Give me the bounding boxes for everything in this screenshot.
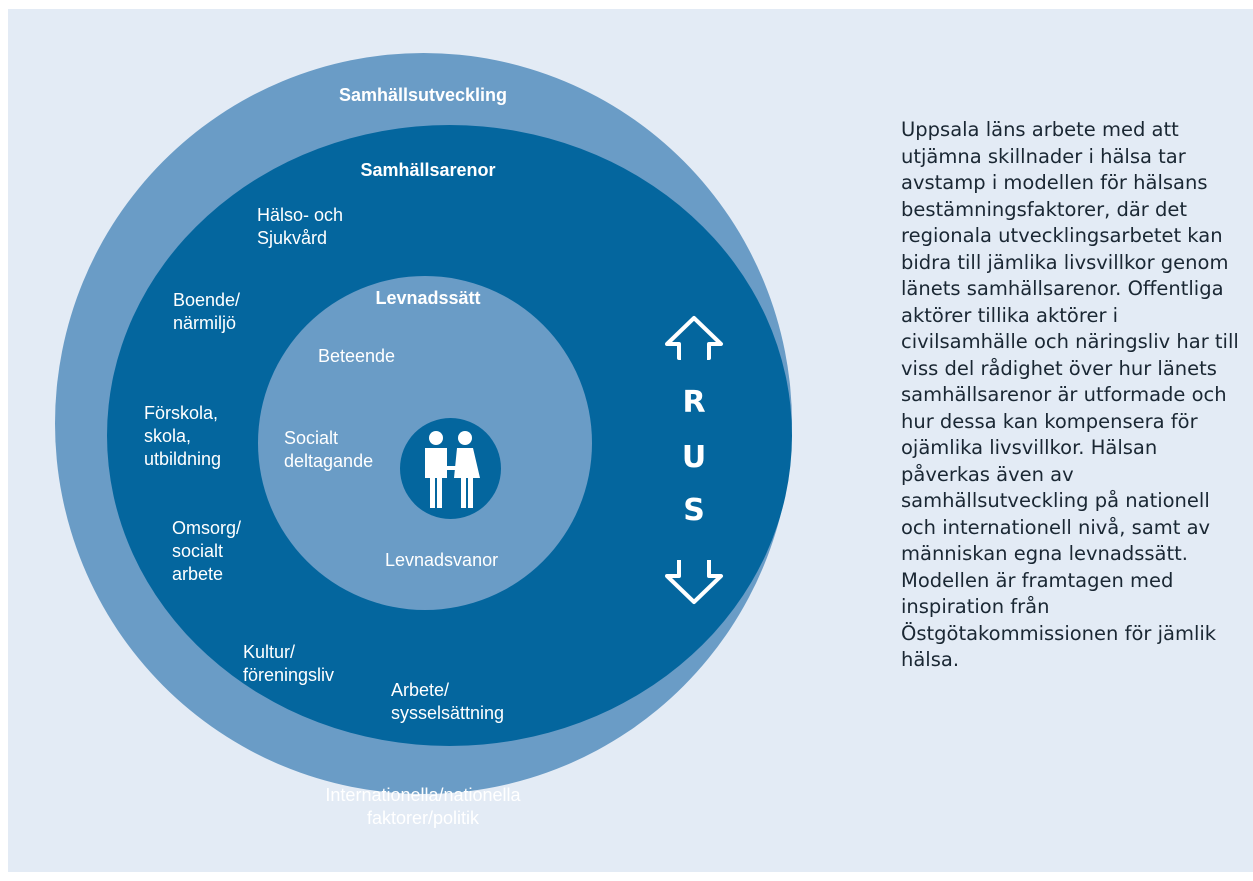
inner-circle-title: Levnadssätt bbox=[375, 288, 481, 308]
arena-kultur: Kultur/ föreningsliv bbox=[243, 642, 335, 685]
rus-letter-s: S bbox=[683, 493, 705, 528]
arena-halso-sjukvard: Hälso- och Sjukvård bbox=[257, 205, 344, 248]
outer-ring-footer: Internationella/nationella faktorer/poli… bbox=[325, 785, 521, 828]
arrow-up-icon bbox=[665, 316, 723, 362]
arena-arbete: Arbete/ sysselsättning bbox=[391, 680, 505, 723]
description-text: Uppsala läns arbete med att utjämna skil… bbox=[901, 118, 1239, 671]
diagram-panel: Samhällsutveckling Samhällsarenor Levnad… bbox=[8, 9, 1253, 872]
lifestyle-levnadsvanor: Levnadsvanor bbox=[385, 550, 499, 570]
rus-letter-u: U bbox=[681, 440, 707, 475]
arena-omsorg: Omsorg/ socialt arbete bbox=[172, 518, 242, 584]
arena-boende: Boende/ närmiljö bbox=[173, 290, 241, 333]
center-disc bbox=[400, 418, 501, 519]
lifestyle-beteende: Beteende bbox=[318, 346, 396, 366]
outer-ring-title: Samhällsutveckling bbox=[338, 85, 508, 105]
rus-indicator: R U S bbox=[663, 314, 725, 604]
middle-ring-title: Samhällsarenor bbox=[360, 160, 496, 180]
couple-icon bbox=[425, 431, 480, 508]
lifestyle-socialt-deltagande: Socialt deltagande bbox=[284, 428, 374, 471]
arrow-down-icon bbox=[665, 554, 723, 604]
arena-forskola: Förskola, skola, utbildning bbox=[144, 403, 222, 469]
rus-letter-r: R bbox=[682, 385, 706, 420]
